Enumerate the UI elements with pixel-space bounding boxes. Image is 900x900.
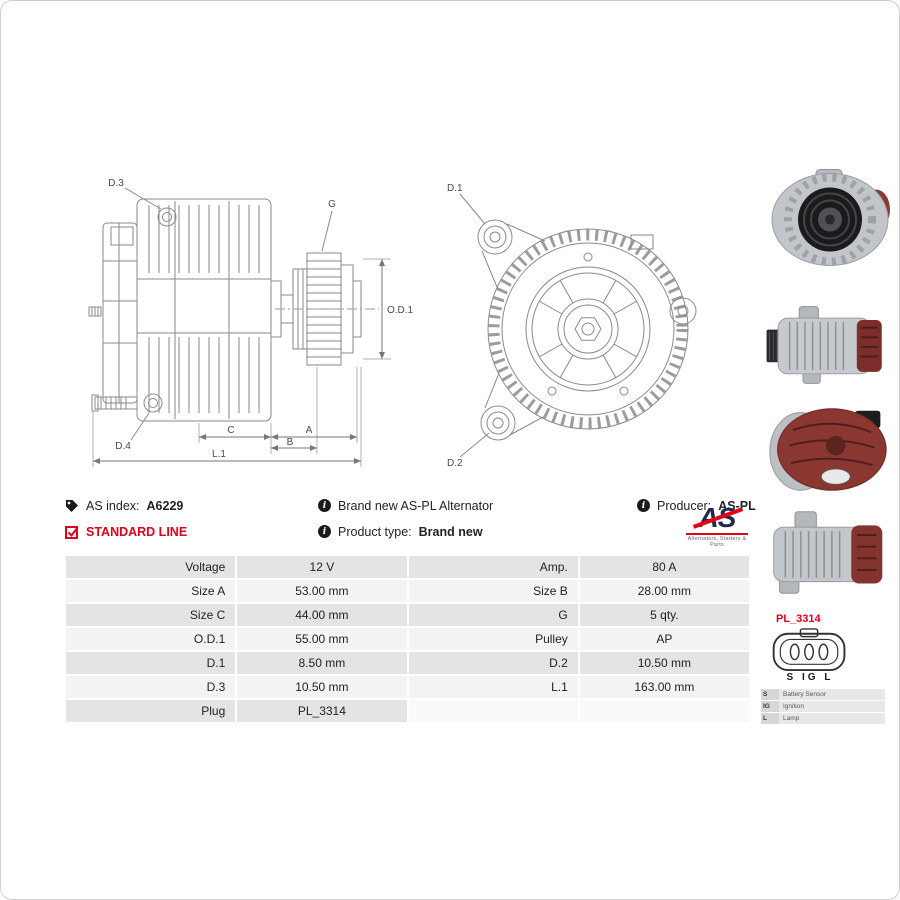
- as-index-value: A6229: [146, 498, 184, 513]
- spec-label: Voltage: [66, 556, 236, 578]
- spec-value: 12 V: [237, 556, 407, 578]
- dim-label-g: G: [328, 199, 336, 210]
- spec-label: L.1: [408, 676, 578, 698]
- dim-label-b: B: [287, 437, 294, 448]
- spec-label: D.1: [66, 652, 236, 674]
- logo-bar: [686, 533, 748, 535]
- spec-label: Plug: [66, 700, 236, 722]
- spec-label: D.2: [408, 652, 578, 674]
- dim-label-d2: D.2: [447, 458, 463, 469]
- spec-table: Voltage 12 V Amp. 80 A Size A 53.00 mm S…: [64, 554, 751, 724]
- brand-new-field: i Brand new AS-PL Alternator: [318, 498, 493, 513]
- info-icon: i: [637, 499, 650, 512]
- legend-row: L Lamp: [761, 713, 885, 724]
- standard-line-field: STANDARD LINE: [65, 524, 187, 539]
- plug-connector-drawing: [772, 628, 846, 672]
- product-photo-rear: [769, 408, 887, 491]
- dim-label-l1: L.1: [212, 449, 226, 460]
- table-row: Size A 53.00 mm Size B 28.00 mm: [66, 580, 749, 602]
- spec-value: 53.00 mm: [237, 580, 407, 602]
- spec-value: 10.50 mm: [237, 676, 407, 698]
- legend-pin: L: [761, 713, 779, 724]
- technical-drawing-front-view: D.1 D.2: [447, 183, 697, 469]
- spec-value: 10.50 mm: [579, 652, 749, 674]
- table-row: Size C 44.00 mm G 5 qty.: [66, 604, 749, 626]
- logo-caption: Alternators, Starters & Parts: [687, 536, 747, 548]
- table-row: O.D.1 55.00 mm Pulley AP: [66, 628, 749, 650]
- producer-field: i Producer: AS-PL: [637, 498, 756, 513]
- legend-desc: Ignition: [779, 701, 885, 712]
- spec-value: AP: [579, 628, 749, 650]
- spec-value: 163.00 mm: [579, 676, 749, 698]
- spec-label: Size B: [408, 580, 578, 602]
- dim-label-c: C: [227, 425, 234, 436]
- spec-value: [579, 700, 749, 722]
- product-type-label: Product type:: [338, 524, 412, 539]
- legend-row: IG Ignition: [761, 701, 885, 712]
- table-row: Voltage 12 V Amp. 80 A: [66, 556, 749, 578]
- spec-value: 80 A: [579, 556, 749, 578]
- plug-legend: S Battery Sensor IG Ignition L Lamp: [761, 689, 885, 725]
- dim-label-od1: O.D.1: [387, 305, 414, 316]
- dim-label-d3: D.3: [108, 178, 124, 189]
- spec-label: Size A: [66, 580, 236, 602]
- legend-pin: S: [761, 689, 779, 700]
- product-photo-side: [766, 306, 882, 384]
- spec-label: [408, 700, 578, 722]
- spec-value: 55.00 mm: [237, 628, 407, 650]
- info-icon: i: [318, 499, 331, 512]
- spec-label: Amp.: [408, 556, 578, 578]
- tag-icon: [66, 499, 78, 512]
- product-photo-side-2: [773, 511, 883, 594]
- legend-desc: Battery Sensor: [779, 689, 885, 700]
- spec-label: Size C: [66, 604, 236, 626]
- as-pl-logo: AS Alternators, Starters & Parts: [682, 504, 752, 548]
- as-index-label: AS index:: [86, 498, 140, 513]
- standard-line-label: STANDARD LINE: [86, 524, 188, 539]
- spec-value: 8.50 mm: [237, 652, 407, 674]
- plug-code: PL_3314: [776, 613, 821, 625]
- legend-pin: IG: [761, 701, 779, 712]
- as-index-field: AS index: A6229: [65, 498, 183, 513]
- spec-value: 28.00 mm: [579, 580, 749, 602]
- product-type-field: i Product type: Brand new: [318, 524, 483, 539]
- dim-label-a: A: [306, 425, 313, 436]
- spec-value: 44.00 mm: [237, 604, 407, 626]
- technical-drawing-side-view: D.3 D.4 G O.D.1 C A B L.1: [88, 178, 414, 467]
- spec-label: G: [408, 604, 578, 626]
- plug-pin-labels: S IG L: [786, 672, 834, 683]
- table-row: D.3 10.50 mm L.1 163.00 mm: [66, 676, 749, 698]
- brand-new-text: Brand new AS-PL Alternator: [338, 498, 494, 513]
- dim-label-d1: D.1: [447, 183, 463, 194]
- table-row: D.1 8.50 mm D.2 10.50 mm: [66, 652, 749, 674]
- table-row: Plug PL_3314: [66, 700, 749, 722]
- producer-label: Producer:: [657, 498, 712, 513]
- spec-value: 5 qty.: [579, 604, 749, 626]
- product-type-value: Brand new: [418, 524, 483, 539]
- legend-row: S Battery Sensor: [761, 689, 885, 700]
- product-photo-front: [771, 169, 890, 266]
- spec-value: PL_3314: [237, 700, 407, 722]
- spec-label: Pulley: [408, 628, 578, 650]
- dim-label-d4: D.4: [115, 441, 131, 452]
- producer-value: AS-PL: [718, 498, 756, 513]
- legend-desc: Lamp: [779, 713, 885, 724]
- spec-label: D.3: [66, 676, 236, 698]
- check-icon: [65, 525, 79, 539]
- spec-label: O.D.1: [66, 628, 236, 650]
- info-icon: i: [318, 525, 331, 538]
